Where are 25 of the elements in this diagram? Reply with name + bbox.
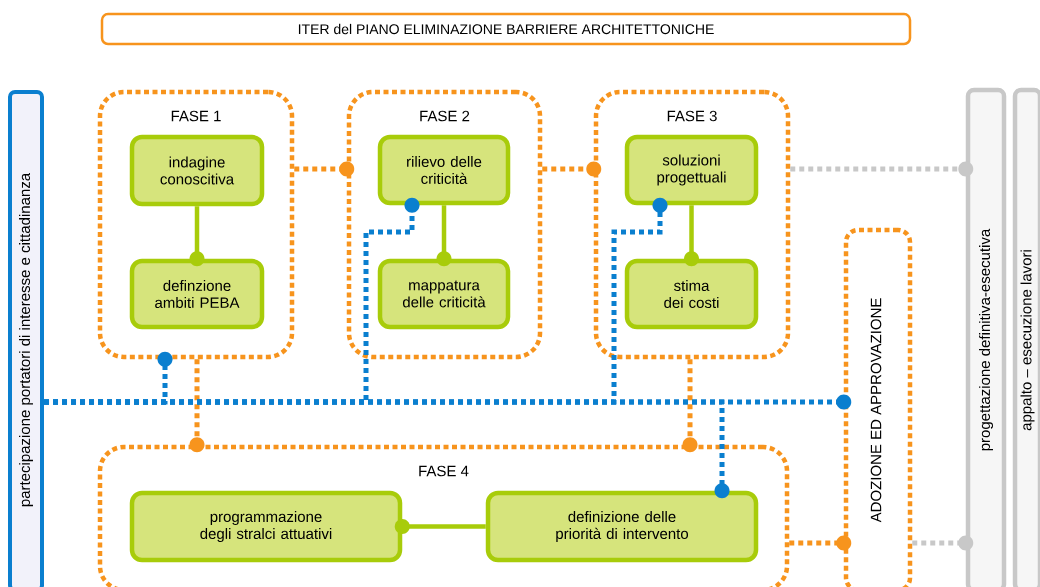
process-box: soluzioni progettuali (624, 134, 759, 206)
approval-band: ADOZIONE ED APPROVAZIONE (843, 227, 913, 587)
process-box: stima dei costi (624, 258, 759, 330)
process-box: mappatura delle criticità (377, 258, 511, 330)
connector (542, 161, 602, 177)
side-band: progettazione definitiva-esecutiva (965, 87, 1007, 587)
side-band: partecipazione portatori di interesse e cittadinanza (8, 90, 44, 587)
process-box: rilievo delle criticità (377, 134, 511, 206)
connector (44, 399, 730, 499)
connector (912, 535, 974, 551)
connector (684, 205, 699, 267)
title-box: ITER del PIANO ELIMINAZIONE BARRIERE ARCHITETTONICHE (100, 12, 912, 46)
side-band: appalto – esecuzione lavori (1012, 87, 1040, 587)
connector (436, 205, 452, 267)
connector (790, 161, 974, 177)
process-box: programmazione degli stralci attuativi (129, 490, 403, 563)
connector (189, 206, 205, 267)
process-box: indagine conoscitiva (129, 134, 265, 207)
connector (394, 519, 486, 534)
process-box: definzione ambiti PEBA (129, 258, 265, 330)
connector (189, 359, 205, 453)
connector (789, 535, 852, 551)
process-box: definizione delle priorità di intervento (485, 490, 759, 563)
connector (682, 359, 698, 453)
connector (294, 161, 355, 177)
